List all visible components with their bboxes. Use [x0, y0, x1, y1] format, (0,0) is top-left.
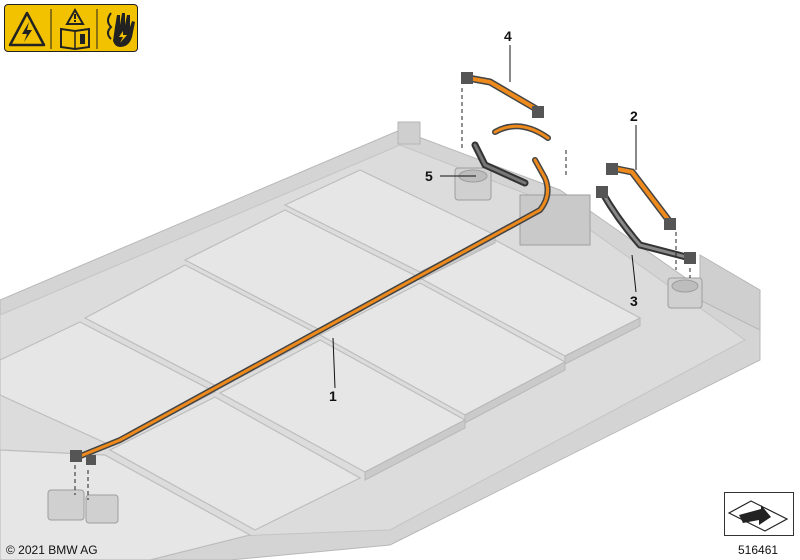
- cable-5: [471, 123, 551, 187]
- callout-5: 5: [425, 168, 433, 184]
- battery-module: [108, 396, 362, 531]
- copyright-text: © 2021 BMW AG: [6, 543, 98, 557]
- high-voltage-warning-icon: [8, 11, 46, 47]
- callout-4: 4: [504, 28, 512, 44]
- cable-4: [461, 72, 544, 118]
- read-manual-icon: [60, 7, 90, 51]
- cable-1: [70, 157, 551, 465]
- callout-1: 1: [329, 388, 337, 404]
- cable-2: [606, 163, 676, 230]
- direction-arrow-icon: [727, 500, 789, 532]
- document-number: 516461: [738, 543, 779, 557]
- callout-leaders: [332, 45, 637, 389]
- terminal-housings: [47, 167, 703, 524]
- callout-3: 3: [630, 293, 638, 309]
- cable-3: [596, 186, 696, 264]
- warning-panel: [4, 4, 138, 52]
- no-touch-hand-icon: [107, 12, 135, 47]
- navigation-box: [724, 492, 794, 536]
- assembly-lines: [74, 88, 691, 500]
- callout-2: 2: [630, 108, 638, 124]
